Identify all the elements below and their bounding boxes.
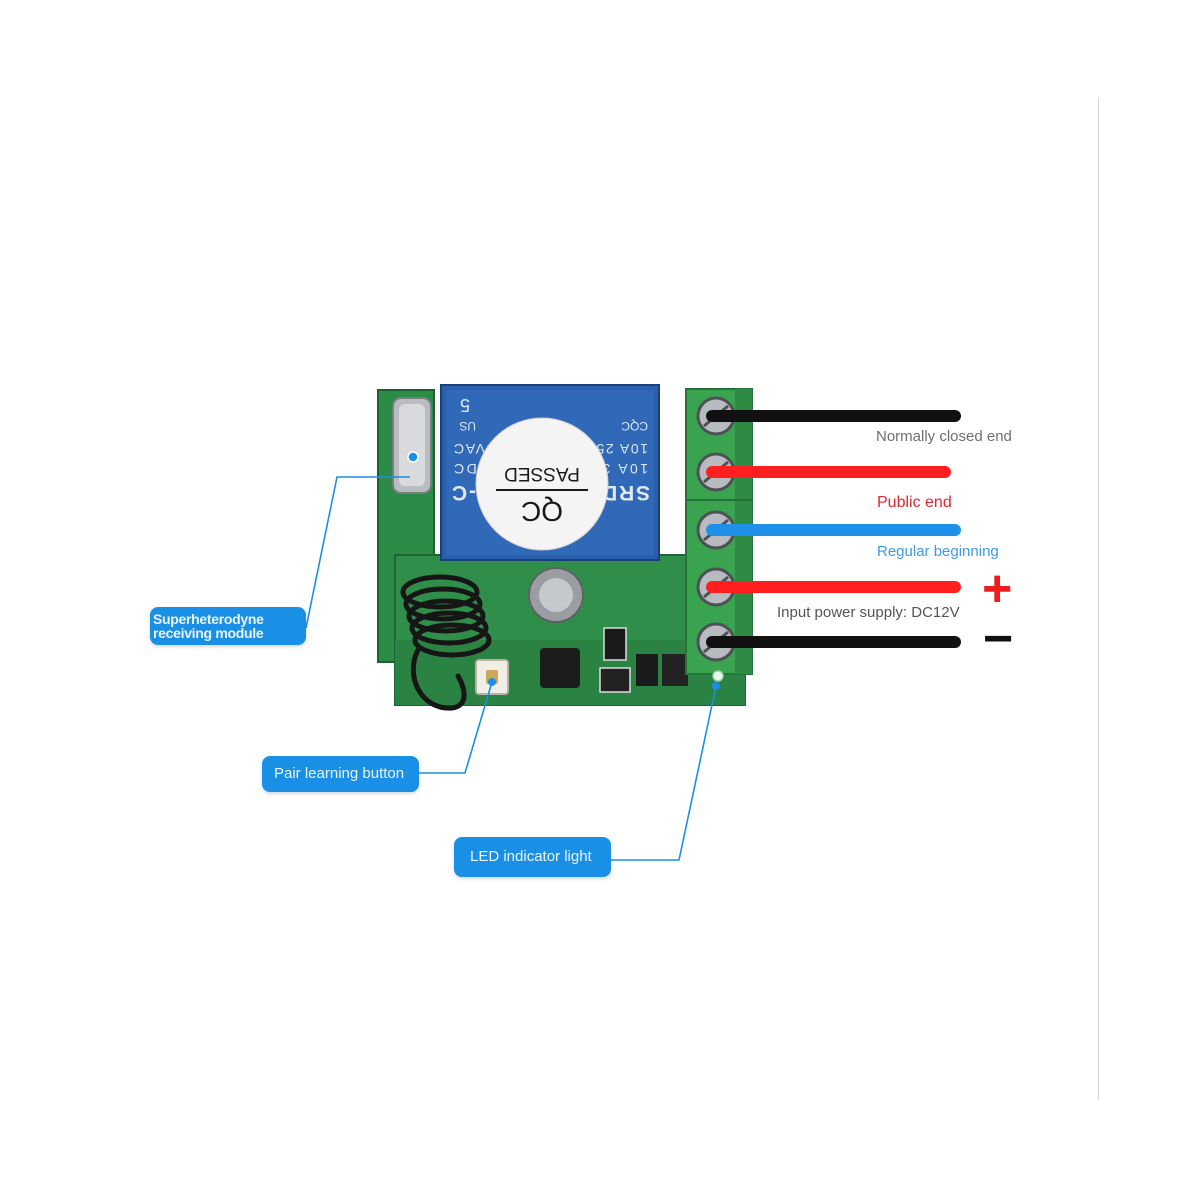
callout-module-line2: receiving module [153, 625, 264, 641]
leader-module [305, 476, 410, 629]
smd-component-5 [662, 654, 688, 686]
coiled-antenna [400, 574, 492, 711]
qc-sticker-passed: PASSED [504, 463, 580, 484]
relay-5-mark: 5 [460, 395, 470, 415]
plus-sign: + [982, 560, 1012, 618]
leader-led [611, 685, 717, 861]
relay-us-mark: US [459, 419, 476, 433]
label-regular-beginning: Regular beginning [877, 543, 999, 560]
smd-component-4 [636, 654, 658, 686]
callout-led-indicator: LED indicator light [454, 837, 611, 877]
callout-superheterodyne-module: Superheterodyne receiving module [150, 607, 306, 645]
leader-button [419, 681, 493, 774]
leader-dot-module [407, 451, 419, 463]
led-indicator [712, 670, 724, 682]
smd-component-3 [599, 667, 631, 693]
qc-sticker-qc: QC [521, 496, 563, 527]
callout-pair-learning-button: Pair learning button [262, 756, 419, 792]
wires [706, 410, 961, 648]
relay-cqc-mark: CQC [621, 419, 648, 433]
right-edge-divider [1098, 98, 1099, 1100]
callout-module-line1: Superheterodyne [153, 611, 264, 627]
label-input-power-supply: Input power supply: DC12V [777, 604, 960, 621]
leader-dot-led [712, 682, 720, 690]
qc-sticker [475, 417, 609, 551]
label-normally-closed: Normally closed end [876, 428, 1012, 445]
smd-component-1 [540, 648, 580, 688]
smd-component-2 [603, 627, 627, 661]
minus-sign: − [983, 610, 1013, 668]
leader-dot-button [488, 678, 496, 686]
label-public-end: Public end [877, 494, 952, 511]
